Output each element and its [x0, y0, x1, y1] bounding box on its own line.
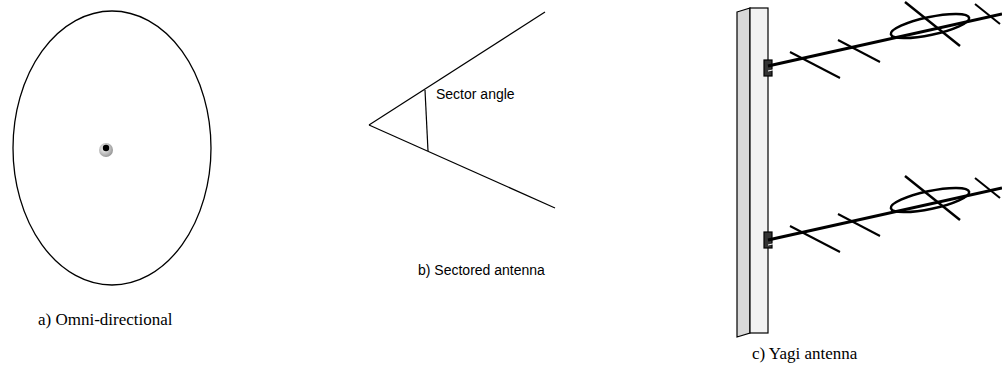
- yagi-antenna: [737, 2, 1002, 337]
- mast-side: [737, 8, 750, 337]
- caption-label: b) Sectored antenna: [418, 262, 545, 279]
- omni-pattern: [13, 11, 211, 285]
- angle-label: Sector angle: [436, 86, 515, 103]
- caption-label: c) Yagi antenna: [752, 344, 857, 364]
- antenna-dot-core: [103, 145, 109, 151]
- antenna-dot: [99, 143, 113, 157]
- lower-boom: [764, 176, 1002, 252]
- sector-pattern: [369, 12, 555, 208]
- sector-angle-mark: [425, 90, 428, 151]
- caption-label: a) Omni-directional: [38, 310, 173, 330]
- mast-front: [750, 8, 768, 333]
- upper-boom: [764, 2, 1002, 78]
